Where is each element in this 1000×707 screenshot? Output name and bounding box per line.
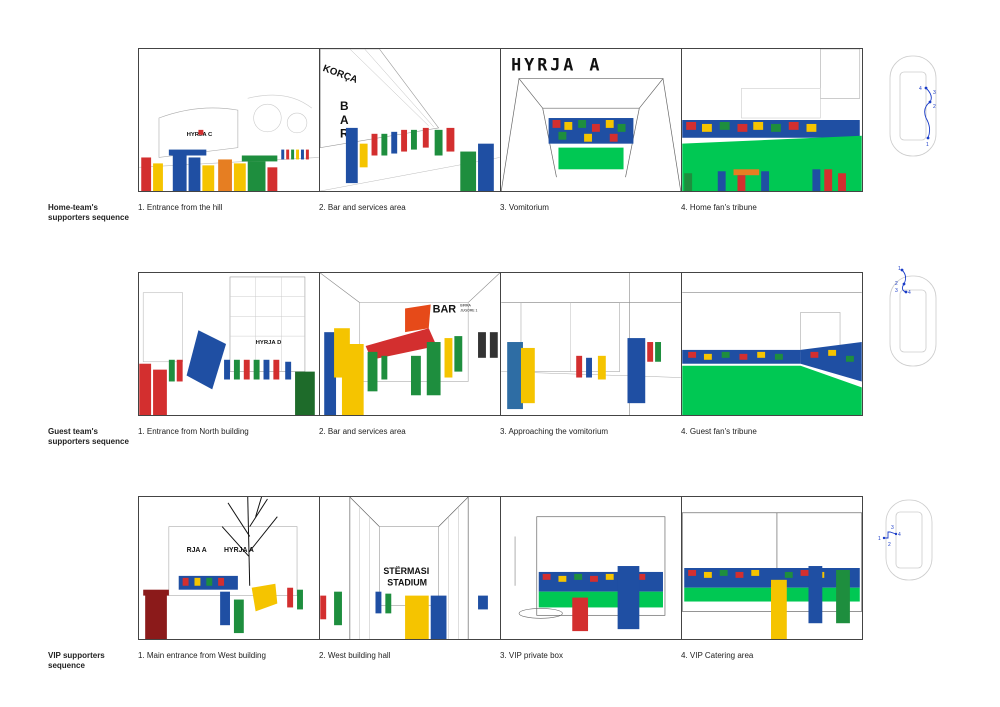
route-label-4: 4 [908,290,911,296]
panel-guest-bar: BAR BIRRA JUGORE 1 [319,272,501,416]
scene-vip-box [501,497,681,639]
sign-bar: BAR [433,303,457,315]
route-path [924,87,932,139]
route-label-1: 1 [898,266,901,272]
sign-hyrja-d: HYRJA D [256,340,282,346]
stadium-plan-icon: 1 2 3 4 [889,55,937,157]
caption-vip-3: 3. VIP private box [500,651,563,660]
row-title-line2: sequence [48,661,85,670]
crowd [324,304,498,415]
stadium-plan-icon: 1 2 3 4 [889,266,937,367]
scene-guest-entrance: HYRJA D [139,273,319,415]
caption-vip-2: 2. West building hall [319,651,391,660]
pitch [538,591,663,608]
panel-vip-entrance: RJA A HYRJA A [138,496,320,640]
row-title-home: Home-team's supporters sequence [48,203,129,223]
route-label-4: 4 [898,532,901,538]
scene-home-vomitorium: HYRJA A [501,49,681,191]
row-title-line2: supporters sequence [48,213,129,222]
crowd [507,338,662,410]
scene-home-tribune [682,49,862,191]
scene-home-bar: KORÇA B A R [320,49,500,191]
caption-home-4: 4. Home fan's tribune [681,203,757,212]
stand-crowd [682,342,862,382]
scene-guest-approach [501,273,681,415]
caption-vip-4: 4. VIP Catering area [681,651,754,660]
route-label-3: 3 [933,90,936,96]
panel-guest-tribune [681,272,863,416]
route-label-2: 2 [895,281,898,287]
route-label-2: 2 [933,104,936,110]
minimap-home-route: 1 2 3 4 [886,50,948,160]
scene-vip-hall: STËRMASI STADIUM [320,497,500,639]
tree [221,497,278,586]
caption-guest-3: 3. Approaching the vomitorium [500,427,609,436]
scene-guest-tribune [682,273,862,415]
panel-home-tribune [681,48,863,192]
row-title-guest: Guest team's supporters sequence [48,427,129,447]
stand-crowd [538,571,663,592]
route-path [884,531,897,539]
sign-stadium: STADIUM [387,578,427,588]
stand-crowd [682,120,860,138]
panel-vip-catering [681,496,863,640]
caption-guest-2: 2. Bar and services area [319,427,406,436]
scene-home-entrance: HYRJA C [139,49,319,191]
crowd [143,575,303,639]
stand-crowd [548,118,634,144]
panel-home-entrance: HYRJA C [138,48,320,192]
sign-hyrja-a: HYRJA A [224,547,254,554]
caption-home-3: 3. Vomitorium [500,203,549,212]
sign-stermasi: STËRMASI [383,566,429,576]
caption-guest-4: 4. Guest fan's tribune [681,427,757,436]
route-label-3: 3 [895,288,898,294]
route-label-3: 3 [891,525,894,531]
panel-guest-entrance: HYRJA D [138,272,320,416]
panel-vip-hall: STËRMASI STADIUM [319,496,501,640]
sign-rja-a: RJA A [187,547,207,554]
crowd [320,591,488,639]
route-label-4: 4 [919,86,922,92]
route-label-2: 2 [888,542,891,548]
stadium-plan-icon: 1 2 3 4 [878,499,933,581]
row-title-line1: Home-team's [48,203,98,212]
minimap-vip-route: 1 2 3 4 [876,496,938,586]
scene-vip-entrance: RJA A HYRJA A [139,497,319,639]
panel-vip-box [500,496,682,640]
panel-home-vomitorium: HYRJA A [500,48,682,192]
route-label-1: 1 [878,536,881,542]
caption-home-1: 1. Entrance from the hill [138,203,223,212]
crowd [139,330,315,415]
sign-hyrja-a-big: HYRJA A [511,55,602,75]
row-title-line1: VIP supporters [48,651,105,660]
sign-bar-sub1: BIRRA [460,304,471,308]
scene-guest-bar: BAR BIRRA JUGORE 1 [320,273,500,415]
scene-vip-catering [682,497,862,639]
route-path [901,269,907,293]
pitch [682,365,862,415]
sign-bar-r: R [340,127,349,141]
crowd [345,127,494,191]
route-label-1: 1 [926,142,929,148]
row-title-vip: VIP supporters sequence [48,651,105,671]
caption-home-2: 2. Bar and services area [319,203,406,212]
caption-vip-1: 1. Main entrance from West building [138,651,266,660]
pitch [682,135,862,191]
minimap-guest-route: 1 2 3 4 [886,262,948,372]
row-title-line1: Guest team's [48,427,98,436]
panel-guest-approach [500,272,682,416]
sign-bar-b: B [340,99,349,113]
caption-guest-1: 1. Entrance from North building [138,427,249,436]
sign-bar-sub2: JUGORE 1 [460,308,477,312]
pitch [558,147,624,170]
crowd [141,149,309,191]
panel-home-bar: KORÇA B A R [319,48,501,192]
sign-bar-a: A [340,113,349,127]
row-title-line2: supporters sequence [48,437,129,446]
